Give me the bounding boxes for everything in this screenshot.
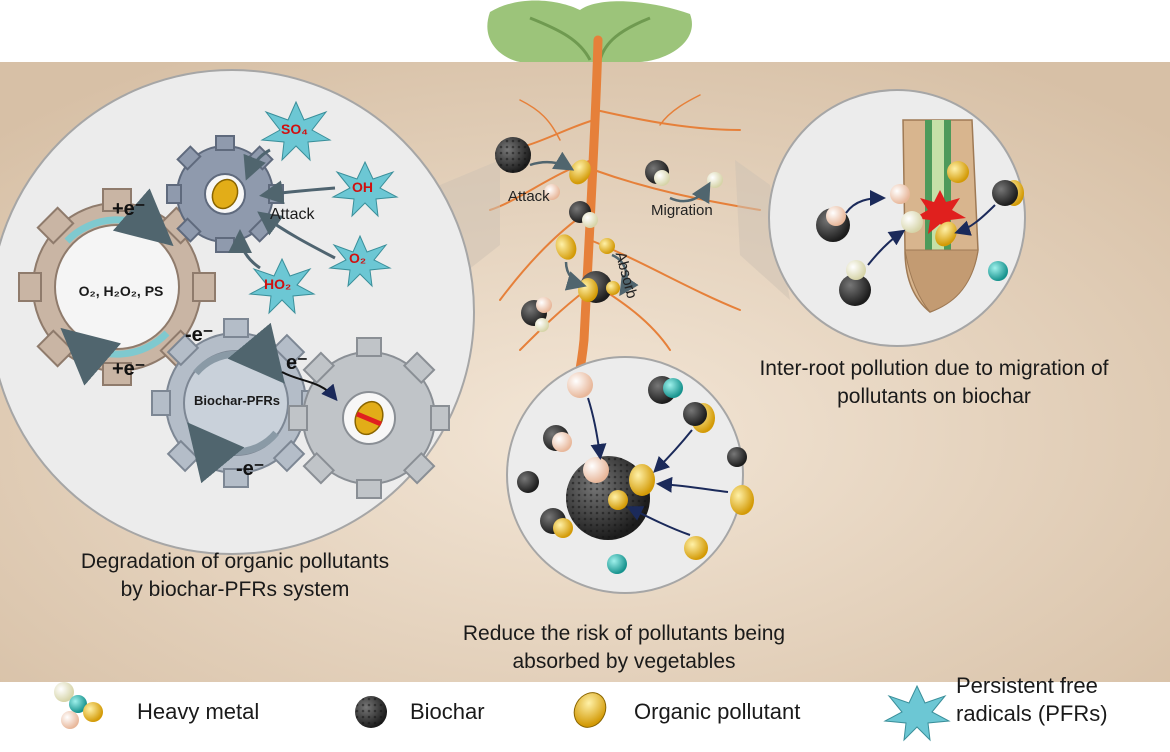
charge-low: -e⁻ [236,458,265,480]
root-migration-circle [768,89,1026,347]
legend-pfrs-line1: Persistent free [956,673,1098,698]
root-attack-label: Attack [508,188,550,205]
center-gear [18,188,216,386]
caption-inter-root-line2: pollutants on biochar [837,385,1031,408]
charge-arrow: e⁻ [286,352,308,374]
caption-degradation-line2: by biochar-PFRs system [120,578,350,601]
migration-arrows [845,190,996,266]
charge-top: +e⁻ [112,198,146,220]
caption-degradation: Degradation of organic pollutants by bio… [50,548,420,604]
root-tip-particles [816,161,1024,306]
plant-leaves [487,0,692,62]
legend-heavy-metal-label: Heavy metal [137,699,260,724]
legend-heavy-metal-icon [54,682,103,729]
radical-so4 [260,100,332,162]
caption-reduce-risk-line2: absorbed by vegetables [512,650,736,673]
legend-biochar-label: Biochar [410,699,485,724]
charge-mid: -e⁻ [185,324,214,346]
radical-o2-label: O₂ [349,250,367,266]
right-gear [288,337,450,499]
electron-arrow [281,371,338,402]
caption-degradation-line1: Degradation of organic pollutants [80,550,390,573]
attack-label: Attack [270,206,315,223]
charge-bottom: +e⁻ [112,358,146,380]
radical-so4-label: SO₄ [281,121,308,137]
legend-biochar-icon [355,696,387,728]
legend-organic-pollutant-label: Organic pollutant [634,699,801,724]
biochar-pfrs-label: Biochar-PFRs [194,393,280,408]
radical-oh-label: OH [352,179,373,195]
radical-ho2-label: HO₂ [264,276,292,292]
caption-reduce-risk-line1: Reduce the risk of pollutants being [462,622,786,645]
radical-oh [331,160,399,218]
legend-pfrs-icon [883,684,951,742]
legend-organic-pollutant-icon [573,692,607,728]
root-particles [495,137,723,332]
attack-arrows [228,148,336,270]
caption-reduce-risk: Reduce the risk of pollutants being abso… [414,620,834,676]
root-migration-label: Migration [651,202,713,219]
caption-inter-root-line1: Inter-root pollution due to migration of [759,357,1109,380]
right-connector [735,160,790,300]
legend-pfrs-label: Persistent free radicals (PFRs) [956,672,1108,728]
center-gear-label: O₂, H₂O₂, PS [78,283,164,299]
root-arrows [529,151,711,297]
caption-inter-root: Inter-root pollution due to migration of… [724,355,1144,411]
legend-pfrs-line2: radicals (PFRs) [956,701,1108,726]
adsorption-arrows [587,397,729,536]
radical-o2 [328,234,392,288]
radical-ho2 [248,257,316,315]
